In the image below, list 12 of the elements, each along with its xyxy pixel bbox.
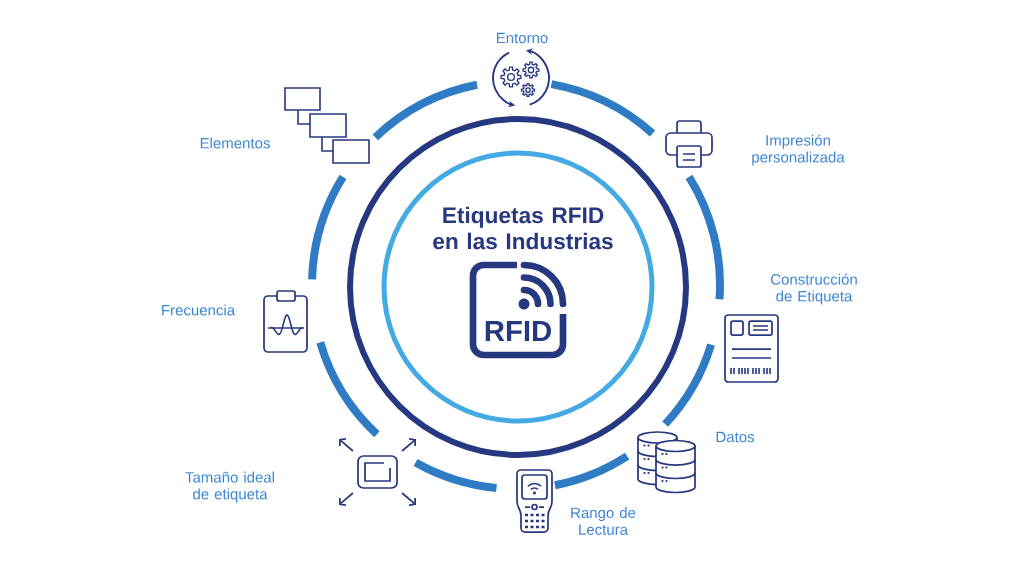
category-label: Impresión personalizada [752, 134, 845, 166]
category-label: Datos [716, 431, 755, 443]
ring [347, 116, 689, 458]
category-label: Construcción de Etiqueta [771, 273, 857, 305]
category-label: Entorno [496, 32, 548, 44]
category-label: Frecuencia [162, 304, 236, 316]
category-label: Tamaño ideal de etiqueta [185, 471, 274, 503]
category-label: Elementos [200, 137, 270, 149]
rfid-tag: RFID [469, 261, 567, 359]
heading: Etiquetas RFID en las Industrias [433, 206, 613, 250]
category-label: Rango de Lectura [571, 507, 636, 535]
node-label: RFID [485, 320, 551, 342]
